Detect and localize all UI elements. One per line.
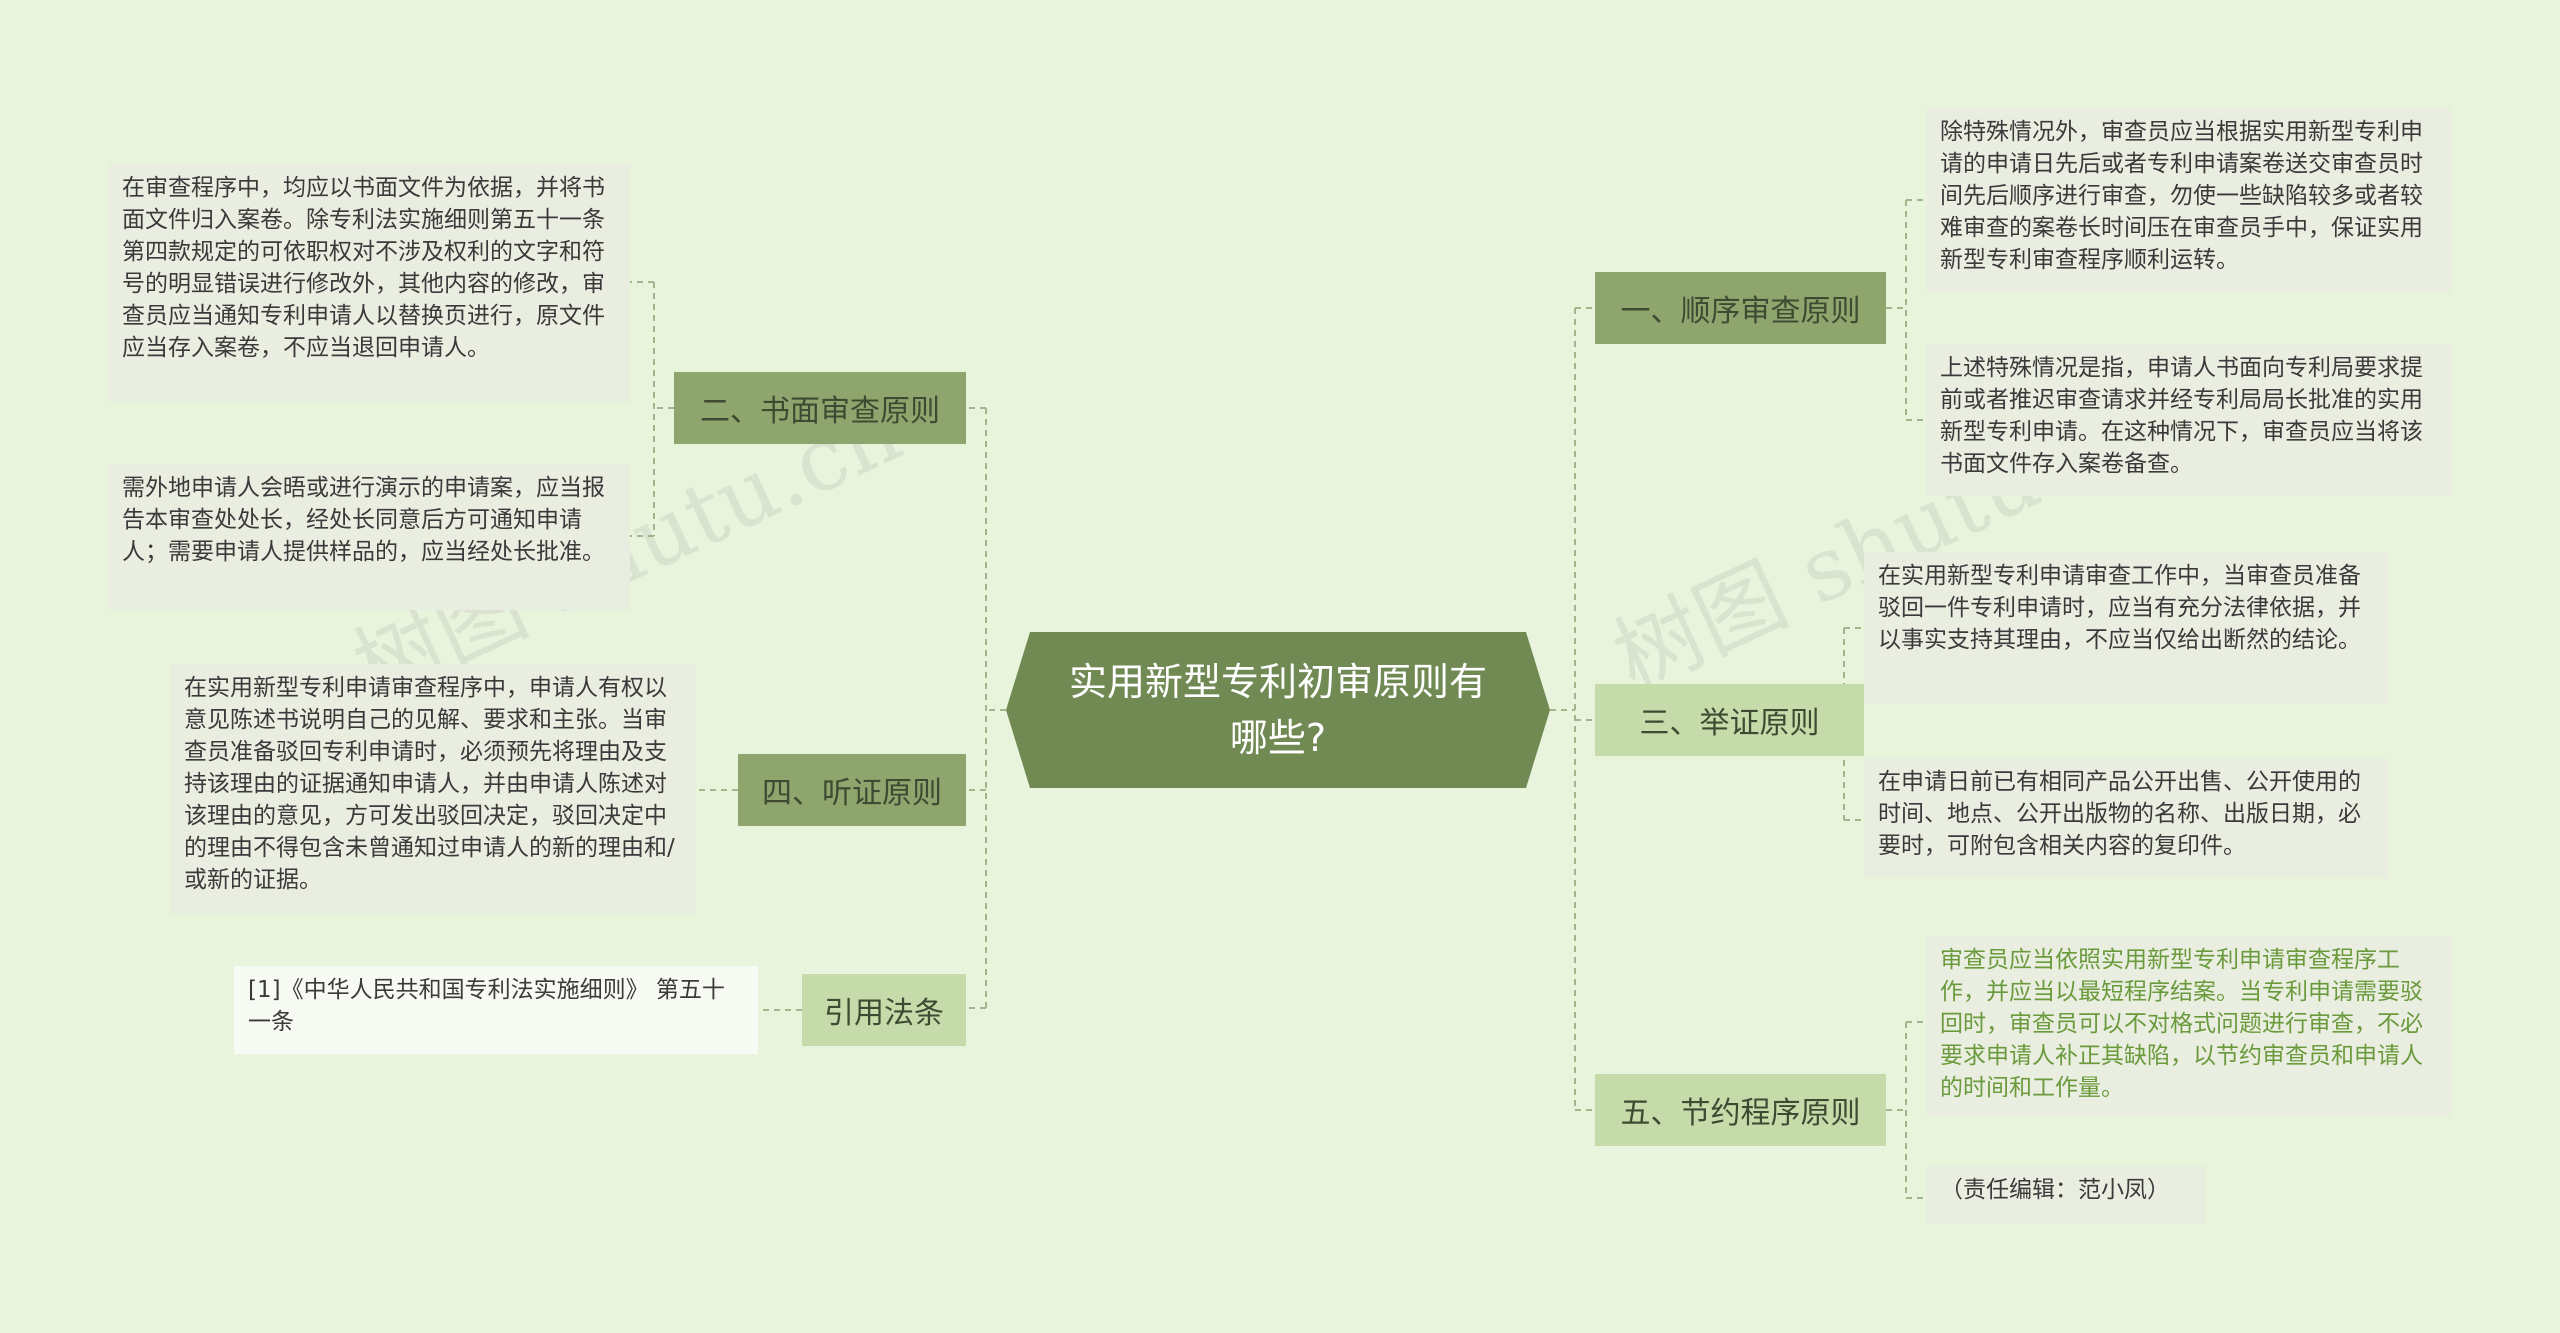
- leaf-sequence-2: 上述特殊情况是指，申请人书面向专利局要求提前或者推迟审查请求并经专利局局长批准的…: [1926, 344, 2452, 496]
- leaf-written-2: 需外地申请人会晤或进行演示的申请案，应当报告本审查处处长，经处长同意后方可通知申…: [108, 464, 630, 610]
- leaf-evidence-2: 在申请日前已有相同产品公开出售、公开使用的时间、地点、公开出版物的名称、出版日期…: [1864, 758, 2388, 878]
- topic-evidence[interactable]: 三、举证原则: [1595, 684, 1864, 756]
- leaf-economy-2: （责任编辑：范小凤）: [1926, 1166, 2206, 1224]
- leaf-hearing-1: 在实用新型专利申请审查程序中，申请人有权以意见陈述书说明自己的见解、要求和主张。…: [170, 664, 695, 914]
- leaf-sequence-1: 除特殊情况外，审查员应当根据实用新型专利申请的申请日先后或者专利申请案卷送交审查…: [1926, 108, 2452, 292]
- leaf-citation-1: [1]《中华人民共和国专利法实施细则》 第五十一条: [234, 966, 758, 1054]
- topic-hearing[interactable]: 四、听证原则: [738, 754, 966, 826]
- topic-written-review[interactable]: 二、书面审查原则: [674, 372, 966, 444]
- central-topic[interactable]: 实用新型专利初审原则有哪些?: [1006, 632, 1550, 788]
- leaf-economy-1: 审查员应当依照实用新型专利申请审查程序工作，并应当以最短程序结案。当专利申请需要…: [1926, 936, 2452, 1116]
- leaf-evidence-1: 在实用新型专利申请审查工作中，当审查员准备驳回一件专利申请时，应当有充分法律依据…: [1864, 552, 2388, 704]
- topic-sequence-review[interactable]: 一、顺序审查原则: [1595, 272, 1886, 344]
- topic-citation[interactable]: 引用法条: [802, 974, 966, 1046]
- leaf-written-1: 在审查程序中，均应以书面文件为依据，并将书面文件归入案卷。除专利法实施细则第五十…: [108, 164, 630, 402]
- topic-economy[interactable]: 五、节约程序原则: [1595, 1074, 1886, 1146]
